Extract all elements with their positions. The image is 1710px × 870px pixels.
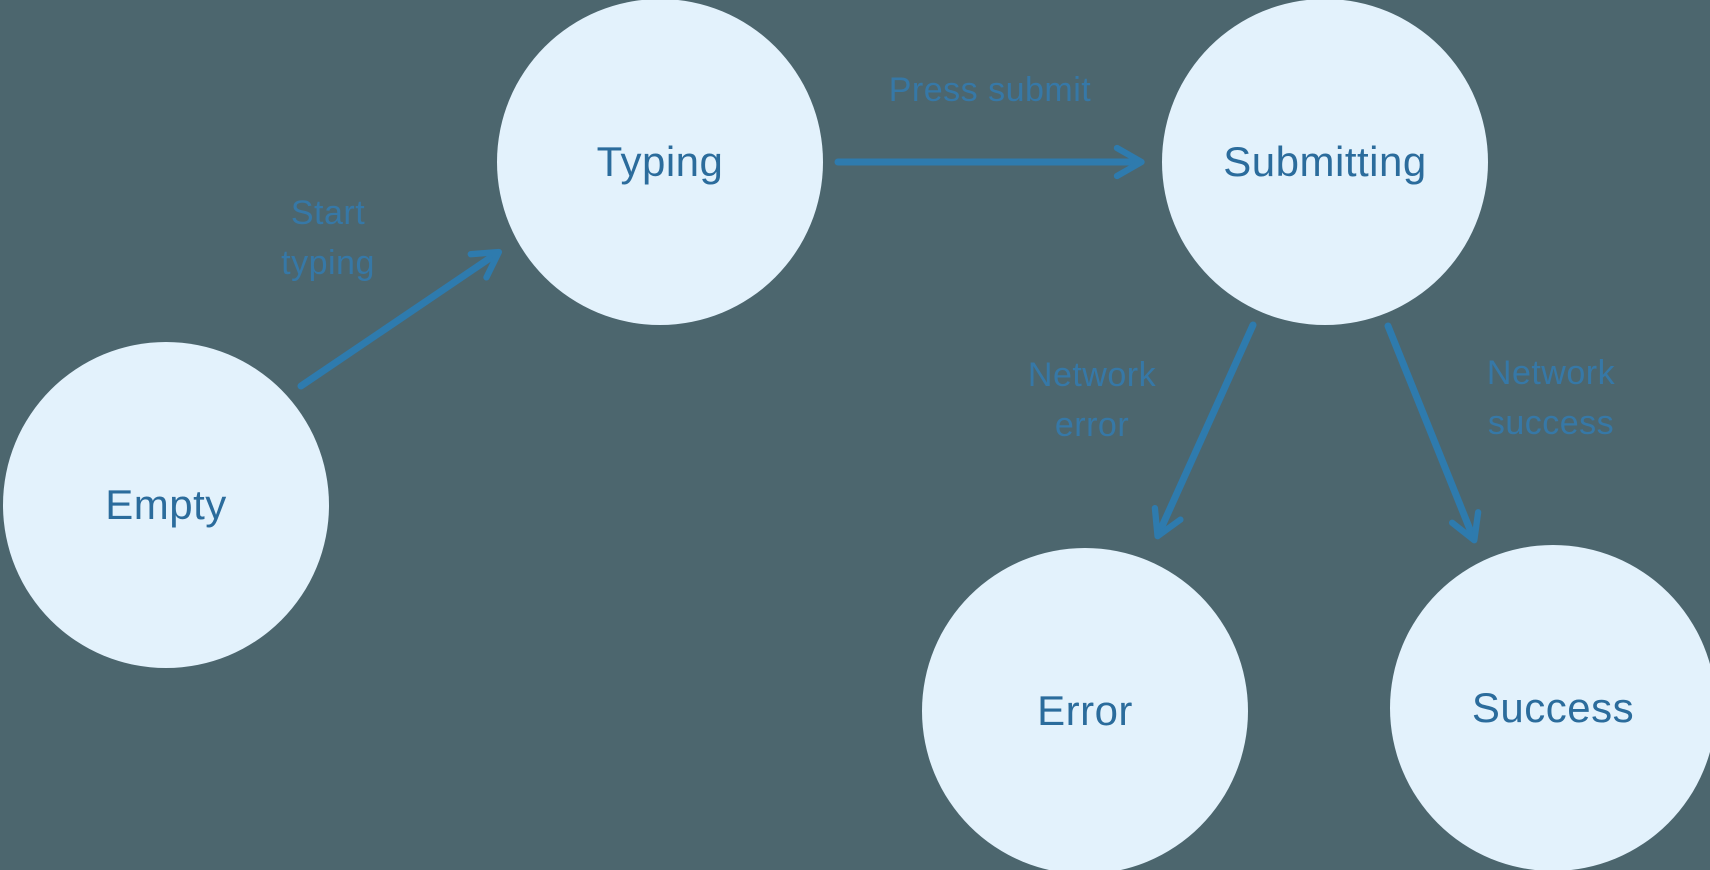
edge-label-line: Press submit	[888, 71, 1092, 109]
edge-label-line: error	[1054, 406, 1130, 444]
edge-label-line: Network	[1486, 354, 1616, 392]
state-node-submitting: Submitting	[1162, 0, 1488, 325]
state-node-success: Success	[1390, 545, 1710, 870]
state-node-error: Error	[922, 548, 1248, 870]
edge-label-line: Start	[290, 194, 366, 232]
state-node-label: Success	[1471, 684, 1635, 731]
transition-label-start-typing: Start typing	[281, 188, 375, 288]
transition-label-network-success: Network success	[1487, 348, 1615, 448]
state-node-label: Typing	[596, 138, 724, 185]
edge-label-line: success	[1487, 404, 1615, 442]
edge-label-line: typing	[281, 244, 375, 282]
state-node-empty: Empty	[3, 342, 329, 668]
state-node-label: Submitting	[1223, 138, 1427, 185]
state-node-typing: Typing	[497, 0, 823, 325]
transition-arrow-network-success	[1384, 322, 1482, 544]
edge-label-line: Network	[1027, 356, 1157, 394]
transition-label-network-error: Network error	[1028, 350, 1156, 450]
transition-arrow-network-error	[1151, 321, 1257, 540]
transition-label-press-submit: Press submit	[889, 65, 1092, 115]
state-node-label: Empty	[105, 481, 227, 528]
state-node-label: Error	[1037, 687, 1133, 734]
